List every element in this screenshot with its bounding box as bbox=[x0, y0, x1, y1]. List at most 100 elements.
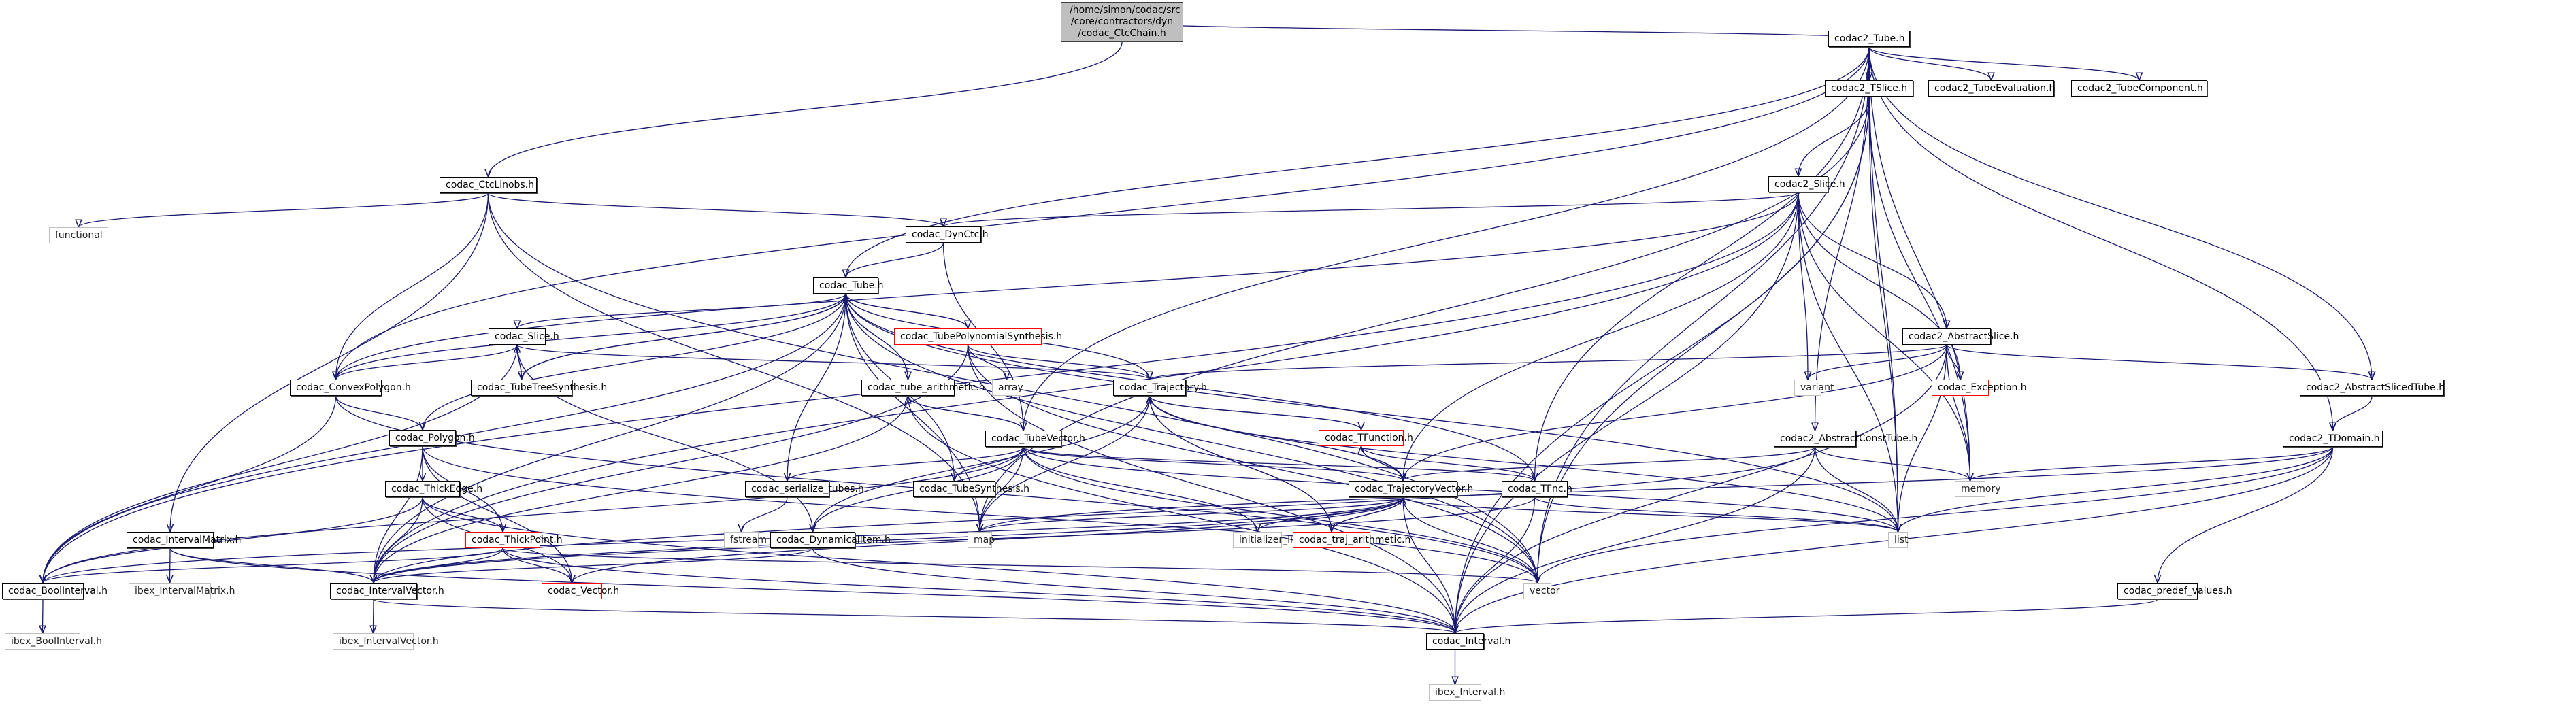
node-codac-exception[interactable]: codac_Exception.h bbox=[1932, 380, 2027, 396]
node-codac-tfnc[interactable]: codac_TFnc.h bbox=[1502, 481, 1572, 497]
edge-codac-tubevector-to-vector bbox=[1023, 446, 1538, 583]
node-codac-predef-values[interactable]: codac_predef_values.h bbox=[2117, 583, 2232, 599]
edge-codac-trajectoryvector-to-codac-boolinterval bbox=[43, 496, 1404, 584]
node-codac-tubepolynomialsynthesis[interactable]: codac_TubePolynomialSynthesis.h bbox=[894, 328, 1062, 345]
node-codac-tfunction[interactable]: codac_TFunction.h bbox=[1319, 430, 1413, 446]
edge-codac2-abstractconsttube-to-memory bbox=[1814, 446, 1970, 482]
edge-codac2-tslice-to-codac2-slice bbox=[1798, 96, 1870, 176]
edge-codac2-tube-to-memory bbox=[1868, 46, 1970, 481]
node-codac-dynctc[interactable]: codac_DynCtc.h bbox=[906, 226, 989, 243]
edge-codac-trajectory-to-codac-dynamicalitem bbox=[813, 395, 1151, 532]
edge-codac2-abstractslice-to-variant bbox=[1808, 344, 1947, 380]
edge-codac2-slice-to-codac-trajectoryvector bbox=[1403, 192, 1799, 481]
edge-codac-thickedge-to-codac-interval bbox=[422, 496, 1455, 633]
node-codac-slice[interactable]: codac_Slice.h bbox=[489, 328, 559, 345]
edge-codac2-tube-to-codac2-tdomain bbox=[1868, 46, 2333, 431]
node-codac-tubevector[interactable]: codac_TubeVector.h bbox=[985, 431, 1085, 447]
edge-root-to-codac-ctclinobs bbox=[489, 41, 1123, 177]
node-codac-tube[interactable]: codac_Tube.h bbox=[813, 277, 884, 294]
edge-codac-trajectoryvector-to-vector bbox=[1402, 496, 1538, 583]
node-codac-convexpolygon[interactable]: codac_ConvexPolygon.h bbox=[290, 380, 411, 396]
node-codac-dynamicalitem[interactable]: codac_DynamicalItem.h bbox=[770, 532, 891, 548]
node-codac-tube-arithmetic[interactable]: codac_tube_arithmetic.h bbox=[861, 380, 985, 396]
edge-codac-slice-to-codac-convexpolygon bbox=[336, 344, 518, 380]
edge-codac-thickpoint-to-codac-boolinterval bbox=[43, 547, 503, 584]
edge-codac2-slice-to-variant bbox=[1798, 192, 1808, 380]
node-codac2-slice[interactable]: codac2_Slice.h bbox=[1768, 176, 1845, 192]
edge-codac-tubevector-to-codac-serialize-tubes bbox=[787, 446, 1024, 482]
edge-codac2-abstractslice-to-codac-trajectory bbox=[1150, 344, 1947, 380]
edge-codac-tubetreesynthesis-to-codac-tube bbox=[521, 294, 846, 380]
edge-codac-tubevector-to-codac-trajectoryvector bbox=[1023, 446, 1403, 482]
node-codac-interval[interactable]: codac_Interval.h bbox=[1426, 633, 1510, 650]
node-ibex-intervalvector[interactable]: ibex_IntervalVector.h bbox=[333, 633, 439, 650]
edge-codac2-abstractslicedtube-to-codac2-tdomain bbox=[2333, 395, 2373, 431]
node-array[interactable]: array bbox=[992, 380, 1023, 396]
node-codac2-tslice[interactable]: codac2_TSlice.h bbox=[1825, 80, 1913, 97]
node-functional[interactable]: functional bbox=[49, 227, 108, 243]
node-codac2-tube[interactable]: codac2_Tube.h bbox=[1828, 31, 1910, 47]
node-codac2-tdomain[interactable]: codac2_TDomain.h bbox=[2283, 431, 2383, 447]
edge-codac2-tube-to-codac2-tubeevaluation bbox=[1868, 46, 1992, 81]
node-codac2-abstractconsttube[interactable]: codac2_AbstractConstTube.h bbox=[1774, 431, 1917, 447]
node-ibex-interval[interactable]: ibex_Interval.h bbox=[1429, 684, 1505, 701]
node-initializer-list[interactable]: initializer_list bbox=[1233, 532, 1302, 548]
node-codac-tubesynthesis[interactable]: codac_TubeSynthesis.h bbox=[913, 481, 1029, 497]
edge-codac2-tslice-to-list bbox=[1868, 96, 1898, 532]
edge-codac-tube-to-codac-intervalvector bbox=[374, 293, 846, 583]
node-memory[interactable]: memory bbox=[1955, 481, 2001, 497]
edge-codac-convexpolygon-to-codac-boolinterval bbox=[43, 395, 337, 583]
node-ibex-boolinterval[interactable]: ibex_BoolInterval.h bbox=[5, 633, 102, 650]
edge-codac-traj-arithmetic-to-codac-trajectoryvector bbox=[1331, 496, 1403, 533]
edge-codac2-slice-to-codac-convexpolygon bbox=[336, 192, 1799, 380]
edge-codac-tube-to-codac-serialize-tubes bbox=[787, 293, 846, 481]
edge-codac-tfnc-to-codac-interval bbox=[1455, 496, 1536, 633]
edge-codac2-abstractslice-to-list bbox=[1898, 344, 1947, 532]
edge-codac2-tube-to-codac2-tubecomponent bbox=[1868, 46, 2139, 81]
edge-codac2-slice-to-codac-intervalvector bbox=[374, 192, 1799, 583]
edge-codac-slice-to-codac-dynamicalitem bbox=[516, 344, 813, 532]
node-codac2-abstractslicedtube[interactable]: codac2_AbstractSlicedTube.h bbox=[2300, 380, 2445, 396]
node-codac2-tubecomponent[interactable]: codac2_TubeComponent.h bbox=[2071, 80, 2207, 97]
node-codac-trajectoryvector[interactable]: codac_TrajectoryVector.h bbox=[1349, 481, 1473, 497]
edge-codac-intervalmatrix-to-codac-interval bbox=[169, 547, 1455, 634]
node-codac-serialize-tubes[interactable]: codac_serialize_tubes.h bbox=[745, 481, 864, 497]
node-map[interactable]: map bbox=[968, 532, 995, 548]
edge-codac2-slice-to-codac-dynctc bbox=[944, 192, 1799, 227]
edge-codac-tubepolynomialsynthesis-to-codac-tube bbox=[846, 293, 969, 329]
edge-codac-tube-to-codac-slice bbox=[517, 293, 846, 329]
node-codac-polygon[interactable]: codac_Polygon.h bbox=[389, 430, 475, 446]
root-file-node[interactable]: /home/simon/codac/src /core/contractors/… bbox=[1061, 2, 1183, 42]
node-variant[interactable]: variant bbox=[1794, 380, 1834, 396]
edge-codac2-slice-to-codac-interval bbox=[1455, 192, 1799, 633]
node-list[interactable]: list bbox=[1888, 532, 1909, 548]
edge-codac2-abstractslice-to-memory bbox=[1946, 344, 1970, 481]
node-codac-thickedge[interactable]: codac_ThickEdge.h bbox=[385, 481, 482, 497]
node-codac-boolinterval[interactable]: codac_BoolInterval.h bbox=[2, 583, 108, 599]
node-codac-ctclinobs[interactable]: codac_CtcLinobs.h bbox=[440, 177, 537, 193]
edge-codac-tube-to-codac-tfnc bbox=[845, 293, 1535, 481]
node-codac2-tubeevaluation[interactable]: codac2_TubeEvaluation.h bbox=[1928, 80, 2055, 97]
node-vector[interactable]: vector bbox=[1523, 583, 1559, 599]
edge-codac-tube-to-codac-polygon bbox=[423, 293, 846, 430]
edge-codac-tubevector-to-codac-tfnc bbox=[1023, 446, 1535, 482]
edge-codac-tubepolynomialsynthesis-to-codac-trajectory bbox=[967, 344, 1150, 380]
node-codac-vector[interactable]: codac_Vector.h bbox=[542, 583, 619, 599]
node-ibex-intervalmatrix[interactable]: ibex_IntervalMatrix.h bbox=[129, 583, 235, 599]
node-codac-trajectory[interactable]: codac_Trajectory.h bbox=[1113, 380, 1207, 396]
edge-codac-dynamicalitem-to-codac-intervalvector bbox=[374, 547, 814, 584]
node-codac-intervalmatrix[interactable]: codac_IntervalMatrix.h bbox=[127, 532, 241, 548]
node-fstream[interactable]: fstream bbox=[724, 532, 767, 548]
node-codac-intervalvector[interactable]: codac_IntervalVector.h bbox=[330, 583, 444, 599]
node-codac-thickpoint[interactable]: codac_ThickPoint.h bbox=[465, 532, 563, 548]
node-codac2-abstractslice[interactable]: codac2_AbstractSlice.h bbox=[1902, 328, 2019, 345]
node-codac-tubetreesynthesis[interactable]: codac_TubeTreeSynthesis.h bbox=[471, 380, 607, 396]
edge-codac-tfunction-to-codac-tfnc bbox=[1360, 445, 1535, 482]
edge-codac-intervalmatrix-to-ibex-intervalmatrix bbox=[170, 547, 171, 583]
edge-codac-trajectoryvector-to-list bbox=[1402, 496, 1898, 533]
edge-codac-slice-to-codac-boolinterval bbox=[43, 344, 518, 583]
edge-codac-tubevector-to-codac-boolinterval bbox=[43, 446, 1024, 583]
edge-codac2-abstractconsttube-to-codac-intervalvector bbox=[374, 446, 1816, 583]
node-codac-traj-arithmetic[interactable]: codac_traj_arithmetic.h bbox=[1293, 532, 1410, 548]
